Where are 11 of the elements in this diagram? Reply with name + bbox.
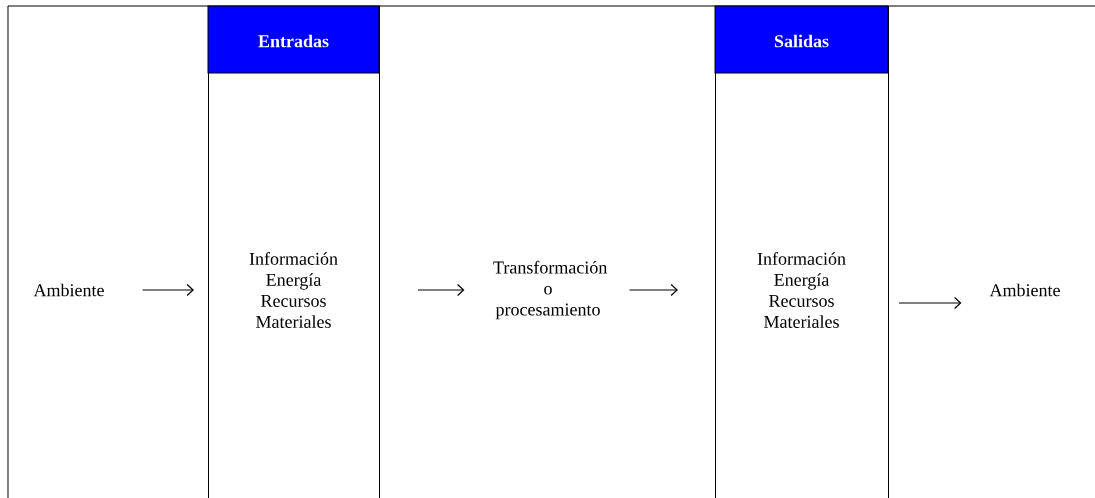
header-band: Entradas — [207, 5, 380, 74]
arrow — [628, 283, 678, 297]
column-box: Entradas Información Energía Recursos Materiales — [207, 5, 380, 498]
column-box: Salidas Información Energía Recursos Materiales — [714, 5, 889, 498]
node-label: Ambiente — [989, 283, 1060, 297]
arrow — [417, 283, 465, 297]
node-label: Ambiente — [33, 283, 104, 297]
arrow — [141, 283, 194, 297]
arrow — [898, 296, 962, 310]
node-label: Transformación o procesamiento — [493, 260, 608, 320]
header-band: Salidas — [714, 5, 889, 74]
